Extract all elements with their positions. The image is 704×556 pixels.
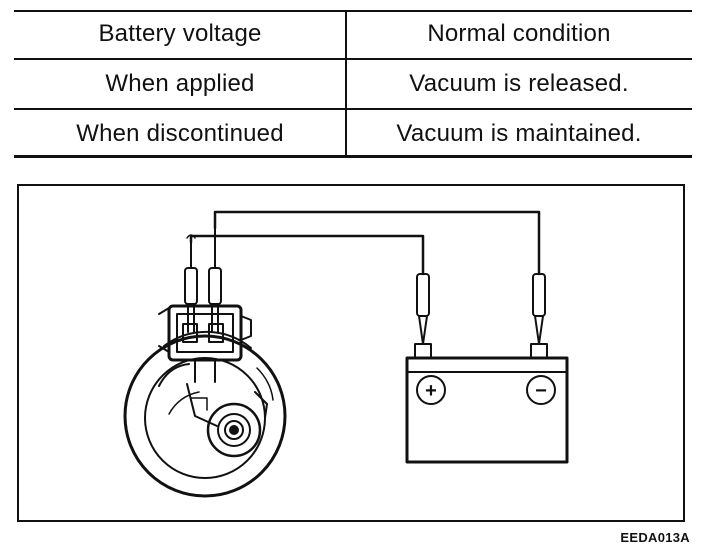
row-vacuum-released: Vacuum is released. xyxy=(409,70,629,97)
table-column-divider xyxy=(345,10,347,158)
actuator-connector xyxy=(158,304,252,383)
table-row-divider xyxy=(14,108,692,110)
table-header-row: Battery voltage Normal condition xyxy=(14,10,692,58)
battery-negative-terminal-icon xyxy=(526,375,556,405)
spec-table: Battery voltage Normal condition When ap… xyxy=(14,10,692,158)
battery-clip-positive xyxy=(416,273,430,345)
wire-negative xyxy=(213,210,541,276)
test-lead-probe-right xyxy=(208,227,222,333)
table-top-rule xyxy=(14,10,692,12)
wiring-diagram-frame: + − xyxy=(17,184,685,522)
table-row-divider xyxy=(14,58,692,60)
battery-negative-symbol: − xyxy=(535,380,547,402)
row-when-discontinued: When discontinued xyxy=(76,120,284,147)
battery-clip-negative xyxy=(532,273,546,345)
battery-positive-terminal-icon xyxy=(416,375,446,405)
test-lead-probe-left xyxy=(184,241,198,333)
header-battery-voltage: Battery voltage xyxy=(98,20,262,47)
battery-positive-symbol: + xyxy=(425,380,437,402)
table-row: When applied Vacuum is released. xyxy=(14,60,692,108)
wiring-diagram: + − xyxy=(123,210,569,498)
figure-code: EEDA013A xyxy=(620,530,690,545)
battery xyxy=(405,343,569,464)
wire-positive xyxy=(189,234,425,276)
header-normal-condition: Normal condition xyxy=(427,20,611,47)
row-vacuum-maintained: Vacuum is maintained. xyxy=(396,120,642,147)
row-when-applied: When applied xyxy=(105,70,255,97)
vacuum-actuator xyxy=(123,330,287,498)
table-row: When discontinued Vacuum is maintained. xyxy=(14,110,692,158)
table-bottom-rule xyxy=(14,155,692,158)
